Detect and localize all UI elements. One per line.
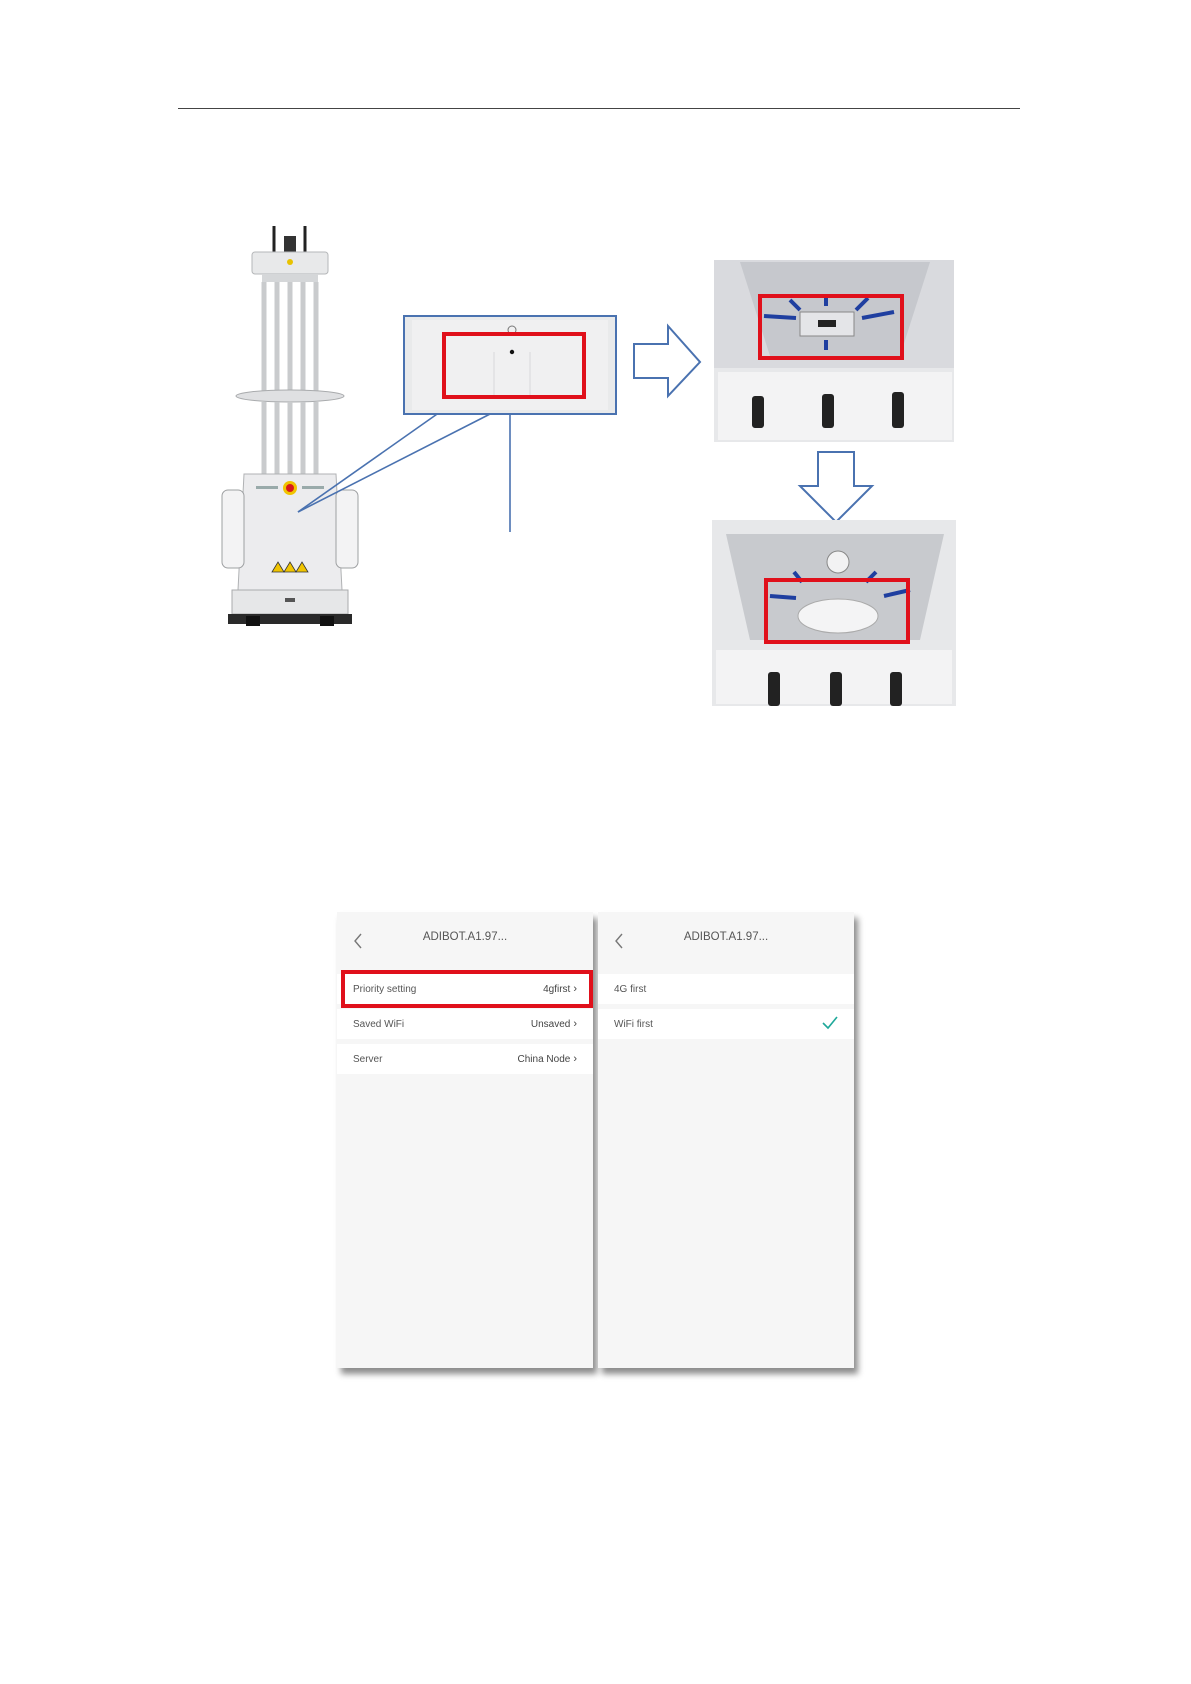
priority-highlight-box xyxy=(341,970,593,1008)
option-wifi-first[interactable]: WiFi first xyxy=(598,1009,854,1039)
robot-connector-figure xyxy=(0,0,1191,720)
server-label: Server xyxy=(353,1054,382,1065)
chevron-right-icon: › xyxy=(573,1018,577,1030)
slot-photo-after xyxy=(712,520,956,706)
saved-wifi-value: Unsaved xyxy=(531,1019,570,1030)
server-row[interactable]: Server China Node› xyxy=(337,1044,593,1074)
connector-zoom-box xyxy=(404,316,616,414)
slot-photo-before xyxy=(714,260,954,442)
phone-settings-screen: ADIBOT.A1.97... Priority setting 4gfirst… xyxy=(337,912,593,1368)
chevron-right-icon: › xyxy=(573,1053,577,1065)
phone-header: ADIBOT.A1.97... xyxy=(598,912,854,968)
saved-wifi-label: Saved WiFi xyxy=(353,1019,404,1030)
phone-header: ADIBOT.A1.97... xyxy=(337,912,593,968)
option-4g-first-label: 4G first xyxy=(614,984,646,995)
option-wifi-first-label: WiFi first xyxy=(614,1019,653,1030)
device-title: ADIBOT.A1.97... xyxy=(598,931,854,943)
checkmark-icon xyxy=(822,1016,838,1033)
server-value: China Node xyxy=(518,1054,571,1065)
device-title: ADIBOT.A1.97... xyxy=(337,931,593,943)
option-4g-first[interactable]: 4G first xyxy=(598,974,854,1004)
robot-illustration xyxy=(222,226,358,626)
saved-wifi-row[interactable]: Saved WiFi Unsaved› xyxy=(337,1009,593,1039)
arrow-down xyxy=(800,452,872,522)
phone-priority-screen: ADIBOT.A1.97... 4G first WiFi first xyxy=(598,912,854,1368)
arrow-right xyxy=(634,326,700,396)
